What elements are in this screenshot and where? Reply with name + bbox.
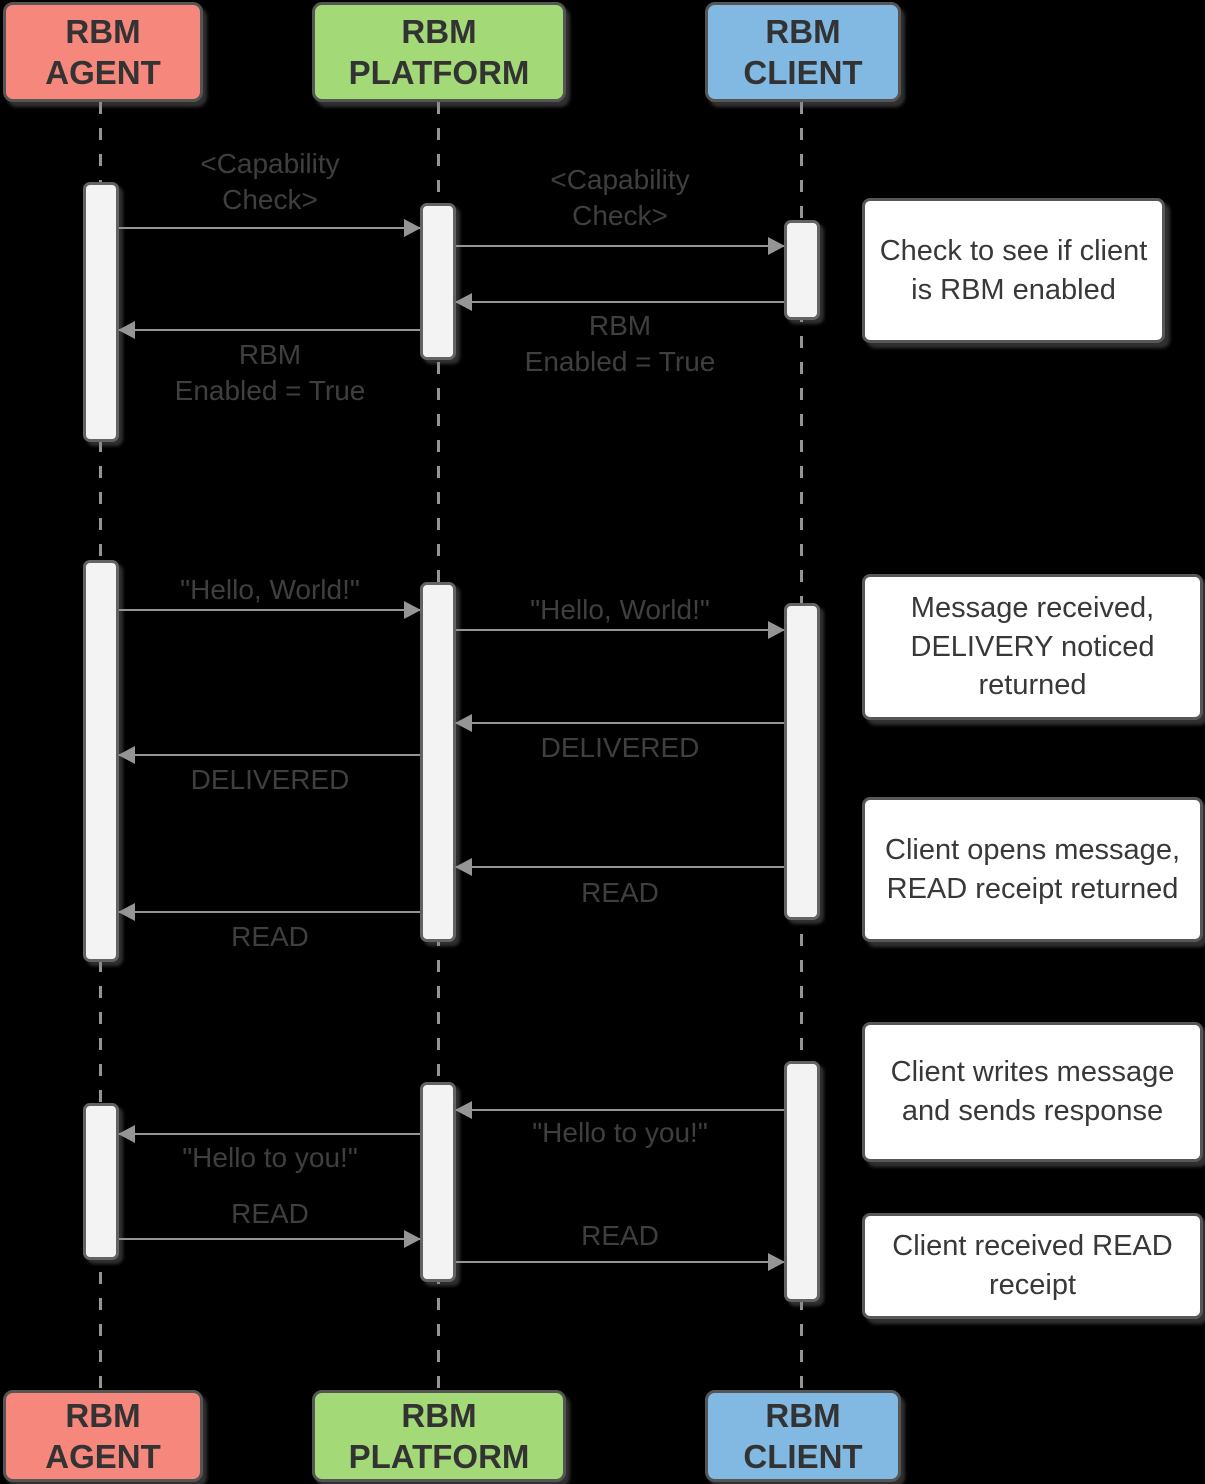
arrowhead-right-icon (768, 237, 785, 255)
message-label: DELIVERED (540, 732, 700, 763)
message-arrow-capability-check-agent-platform (119, 219, 421, 237)
arrowhead-right-icon (768, 621, 785, 639)
message-arrow-read-platform-client (456, 1253, 785, 1271)
message-label: RBM Enabled = True (524, 310, 716, 377)
activation-client-2 (784, 603, 820, 920)
message-label: READ (581, 1220, 659, 1251)
activation-agent-3 (83, 1103, 119, 1260)
message-arrow-rbm-enabled-platform-agent (118, 321, 420, 339)
actor-box-rbm-client-bottom: RBM CLIENT (705, 1390, 901, 1482)
arrowhead-left-icon (455, 293, 472, 311)
arrowhead-left-icon (118, 746, 135, 764)
arrowhead-left-icon (455, 1101, 472, 1119)
actor-box-rbm-agent-top: RBM AGENT (3, 2, 203, 102)
arrowhead-left-icon (118, 903, 135, 921)
message-arrow-hello-to-you-client-platform (455, 1101, 784, 1119)
message-label: RBM Enabled = True (174, 339, 366, 406)
actor-box-rbm-agent-bottom: RBM AGENT (3, 1390, 203, 1482)
message-arrow-read-agent-platform (119, 1230, 421, 1248)
message-arrow-delivered-client-platform (455, 714, 784, 732)
message-arrow-hello-world-agent-platform (119, 601, 421, 619)
message-arrow-read-client-platform (455, 858, 784, 876)
arrowhead-right-icon (404, 219, 421, 237)
message-arrow-hello-to-you-platform-agent (118, 1125, 420, 1143)
message-label: <Capability Check> (200, 148, 340, 215)
activation-platform-3 (420, 1082, 456, 1282)
actor-box-rbm-platform-top: RBM PLATFORM (312, 2, 566, 102)
arrowhead-right-icon (404, 601, 421, 619)
message-arrow-delivered-platform-agent (118, 746, 420, 764)
actor-box-rbm-client-top: RBM CLIENT (705, 2, 901, 102)
arrowhead-left-icon (118, 1125, 135, 1143)
message-arrow-read-platform-agent (118, 903, 420, 921)
arrowhead-right-icon (768, 1253, 785, 1271)
note-client-received-read: Client received READ receipt (862, 1213, 1203, 1319)
note-client-writes-message: Client writes message and sends response (862, 1022, 1203, 1162)
message-label: READ (231, 921, 309, 952)
arrowhead-right-icon (404, 1230, 421, 1248)
message-label: "Hello, World!" (180, 574, 360, 605)
note-capability-check: Check to see if client is RBM enabled (862, 198, 1165, 343)
message-label: "Hello to you!" (182, 1142, 358, 1173)
actor-box-rbm-platform-bottom: RBM PLATFORM (312, 1390, 566, 1482)
message-label: "Hello, World!" (530, 594, 710, 625)
arrowhead-left-icon (455, 714, 472, 732)
arrowhead-left-icon (118, 321, 135, 339)
activation-client-3 (784, 1061, 820, 1302)
message-arrow-capability-check-platform-client (456, 237, 785, 255)
activation-agent-1 (83, 182, 119, 442)
activation-platform-1 (420, 203, 456, 360)
message-arrow-rbm-enabled-client-platform (455, 293, 784, 311)
message-label: <Capability Check> (550, 164, 690, 231)
activation-client-1 (784, 220, 820, 320)
note-message-received: Message received, DELIVERY noticed retur… (862, 574, 1203, 720)
message-label: READ (231, 1198, 309, 1229)
note-client-opens-message: Client opens message, READ receipt retur… (862, 797, 1203, 942)
activation-agent-2 (83, 560, 119, 962)
message-label: READ (581, 877, 659, 908)
message-label: DELIVERED (190, 764, 350, 795)
activation-platform-2 (420, 582, 456, 942)
arrowhead-left-icon (455, 858, 472, 876)
message-label: "Hello to you!" (532, 1117, 708, 1148)
message-arrow-hello-world-platform-client (456, 621, 785, 639)
